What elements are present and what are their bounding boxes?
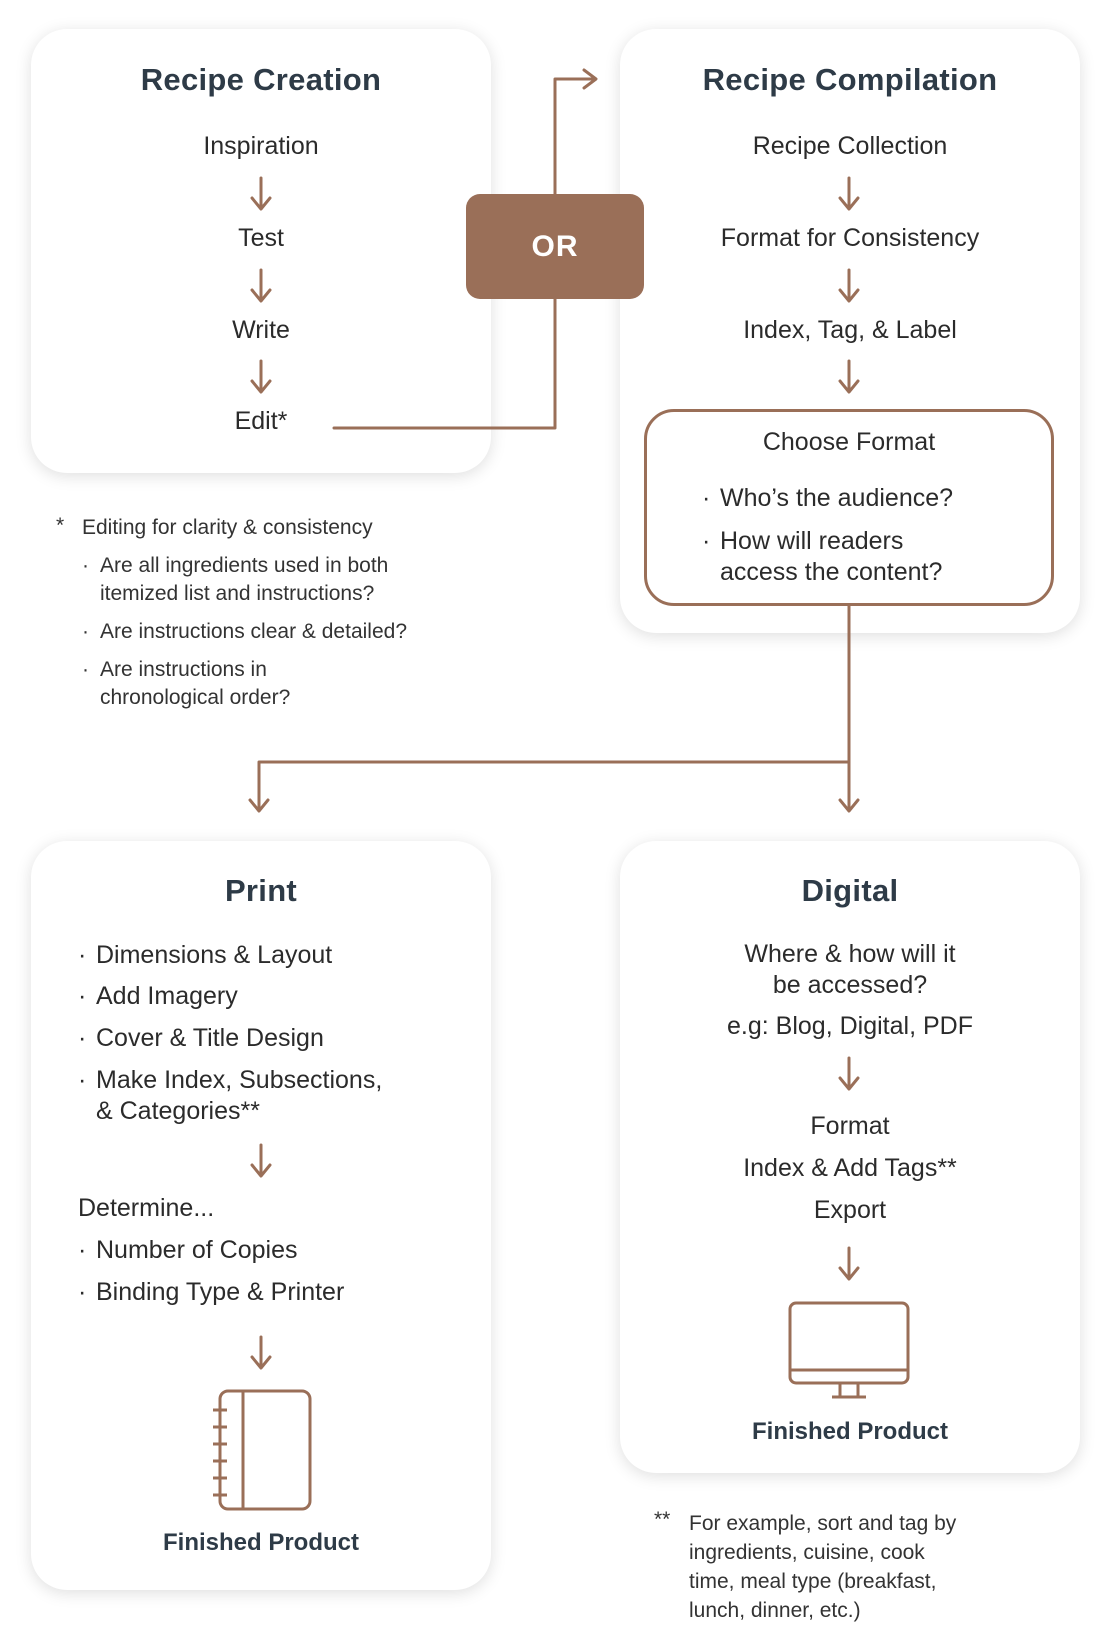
- footnote1-line-3: ·Are instructions clear & detailed?: [82, 620, 407, 643]
- print-step-arrows: [250, 1143, 272, 1370]
- choose-format-bullet-audience: ·Who’s the audience?: [702, 484, 954, 512]
- digital-question-1: Where & how will it: [744, 940, 956, 968]
- digital-step-export: Export: [813, 1196, 887, 1224]
- print-finished-product: Finished Product: [162, 1529, 359, 1556]
- print-determine-bullet-2: ·Binding Type & Printer: [78, 1278, 345, 1306]
- compilation-step-arrows: [838, 176, 860, 394]
- digital-question-2: be accessed?: [772, 971, 928, 999]
- arrowhead-to-compilation: [582, 68, 598, 90]
- arrowhead-digital: [838, 798, 860, 813]
- choose-format-bullet-access-cont: access the content?: [720, 558, 943, 586]
- digital-step-arrows: [838, 1056, 860, 1281]
- connector-edit-to-or: [332, 297, 557, 430]
- footnote2-line-2: ingredients, cuisine, cook: [689, 1541, 925, 1564]
- footnote2-line-4: lunch, dinner, etc.): [689, 1599, 861, 1622]
- print-card: [31, 841, 491, 1590]
- compilation-step-index: Index, Tag, & Label: [743, 316, 957, 344]
- digital-step-format: Format: [810, 1112, 890, 1140]
- choose-format-box: [644, 409, 1054, 606]
- footnote1-heading: Editing for clarity & consistency: [82, 516, 373, 539]
- digital-step-index: Index & Add Tags**: [743, 1154, 957, 1182]
- creation-step-arrows: [250, 176, 272, 394]
- print-bullet-1: ·Dimensions & Layout: [78, 941, 333, 969]
- compilation-step-format: Format for Consistency: [720, 224, 980, 252]
- footnote2-line-3: time, meal type (breakfast,: [689, 1570, 937, 1593]
- creation-step-edit: Edit*: [234, 407, 288, 435]
- footnote1-marker: *: [56, 514, 65, 537]
- print-title: Print: [224, 873, 298, 908]
- footnote1-line-1: ·Are all ingredients used in both: [82, 554, 389, 577]
- recipe-creation-title: Recipe Creation: [140, 62, 382, 97]
- digital-finished-product: Finished Product: [751, 1418, 948, 1445]
- monitor-icon: [788, 1301, 910, 1399]
- footnote1-line-4: ·Are instructions in: [82, 658, 267, 681]
- creation-step-test: Test: [238, 224, 284, 252]
- recipe-creation-card: [31, 29, 491, 473]
- recipe-compilation-title: Recipe Compilation: [702, 62, 998, 97]
- digital-example: e.g: Blog, Digital, PDF: [727, 1012, 973, 1040]
- print-bullet-2: ·Add Imagery: [78, 982, 238, 1010]
- creation-step-write: Write: [232, 316, 290, 344]
- digital-card: [620, 841, 1080, 1473]
- or-label: OR: [531, 229, 579, 263]
- recipe-compilation-card: [620, 29, 1080, 633]
- connector-or-to-compilation: [553, 77, 596, 196]
- footnote1-line-2: itemized list and instructions?: [100, 582, 375, 605]
- choose-format-title: Choose Format: [762, 428, 936, 456]
- footnote1-line-5: chronological order?: [100, 686, 291, 709]
- notebook-icon: [213, 1389, 312, 1511]
- connector-split-left: [257, 760, 851, 812]
- arrowhead-print: [248, 798, 270, 813]
- choose-format-bullet-access: ·How will readers: [702, 527, 904, 555]
- print-bullet-4-cont: & Categories**: [96, 1097, 260, 1125]
- print-determine: Determine...: [78, 1194, 215, 1222]
- footnote2-line-1: For example, sort and tag by: [689, 1512, 957, 1535]
- print-bullet-4: ·Make Index, Subsections,: [78, 1066, 383, 1094]
- digital-title: Digital: [801, 873, 899, 908]
- or-decision-box: OR: [466, 194, 644, 299]
- print-bullet-3: ·Cover & Title Design: [78, 1024, 324, 1052]
- footnote2-marker: **: [654, 1508, 671, 1531]
- compilation-step-collection: Recipe Collection: [752, 132, 948, 160]
- print-determine-bullet-1: ·Number of Copies: [78, 1236, 298, 1264]
- creation-step-inspiration: Inspiration: [203, 132, 319, 160]
